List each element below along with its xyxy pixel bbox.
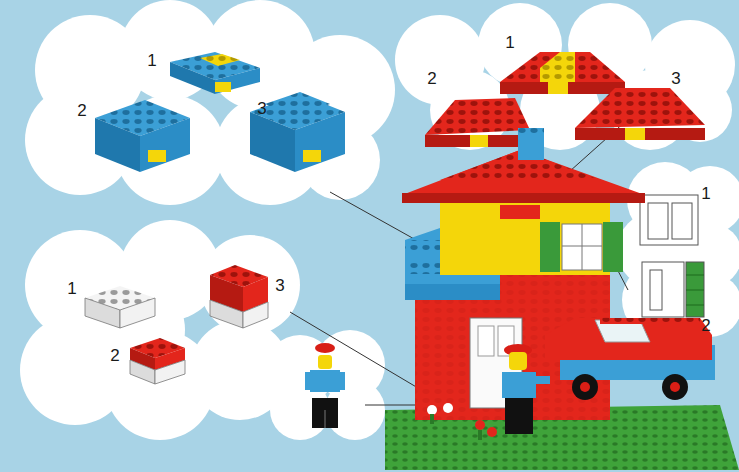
callout-number: 1: [67, 280, 76, 297]
callout-number: 3: [275, 277, 284, 294]
callout-number: 3: [671, 70, 680, 87]
callout-number: 1: [701, 185, 710, 202]
callout-number: 2: [110, 347, 119, 364]
callout-number: 1: [505, 34, 514, 51]
callout-number: 2: [701, 317, 710, 334]
callout-number: 2: [427, 70, 436, 87]
callout-number: 2: [77, 102, 86, 119]
callout-number: 1: [147, 52, 156, 69]
callout-number: 3: [257, 100, 266, 117]
cloud: [25, 0, 395, 205]
